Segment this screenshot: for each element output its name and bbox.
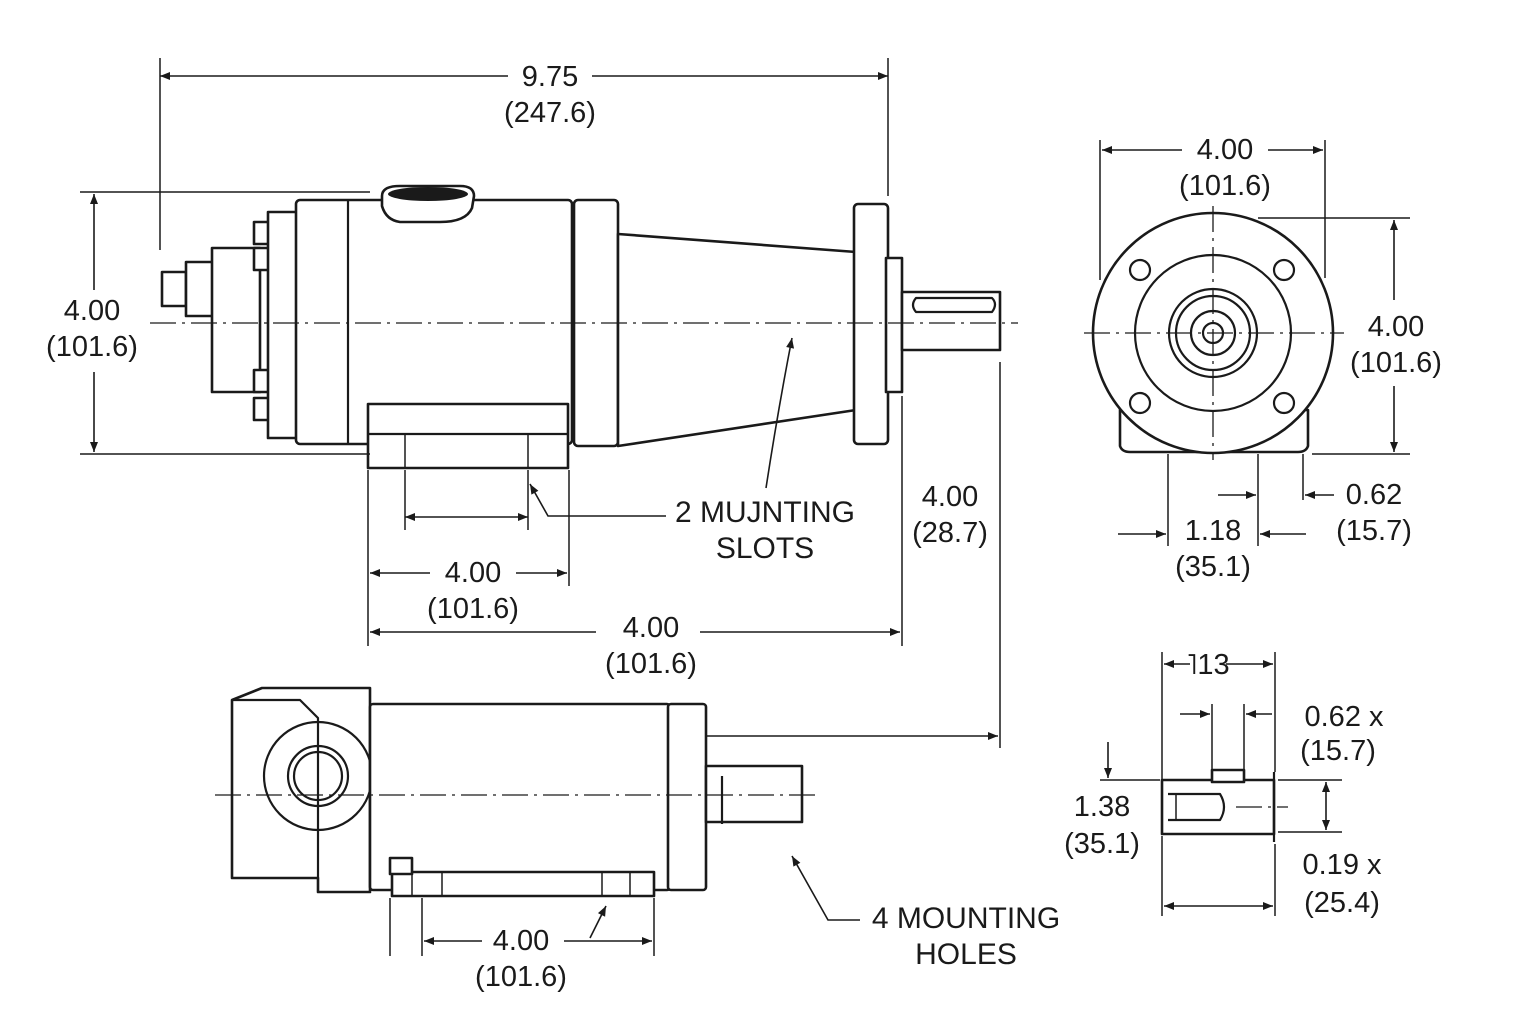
detail-view <box>1160 768 1288 842</box>
connector-nut <box>160 270 188 308</box>
shaft-extension-label: 4.00 <box>922 481 978 513</box>
base-foot <box>366 402 570 470</box>
holes-callout-line2: HOLES <box>915 938 1017 971</box>
flange-height-mm-label: (101.6) <box>1350 347 1442 379</box>
side-gearbox-housing <box>230 686 372 894</box>
output-pilot <box>884 256 904 394</box>
side-motor-housing <box>368 702 672 892</box>
slots-callout-line1: 2 MUJNTING <box>675 496 855 529</box>
base-to-flange-label: 4.00 <box>623 612 679 644</box>
side-shaft <box>704 764 804 824</box>
rear-cap <box>210 246 262 394</box>
bolt-hole <box>1272 391 1296 415</box>
overall-length-mm-label: (247.6) <box>504 97 596 129</box>
flange-height-label: 4.00 <box>1368 311 1424 343</box>
key-depth-mm-label: (25.4) <box>1304 887 1380 919</box>
output-shaft <box>900 290 1002 352</box>
end-view <box>1084 206 1344 460</box>
gearbox-body <box>616 232 858 448</box>
flange-width-label: 4.00 <box>1197 134 1253 166</box>
detail-view-dimensions: ˥13 0.62 x (15.7) 1.38 (35.1) 0.19 x (25… <box>1064 649 1384 919</box>
detail-height-mm-label: (35.1) <box>1064 828 1140 860</box>
hole-spacing-mm-label: (101.6) <box>475 961 567 993</box>
overall-length-label: 9.75 <box>522 61 578 93</box>
end-view-dimensions: 4.00 (101.6) 4.00 (101.6) 1.18 (35.1) 0.… <box>1099 134 1442 583</box>
height-mm-label: (101.6) <box>46 331 138 363</box>
height-label: 4.00 <box>64 295 120 327</box>
slot-spacing-mm-label: (101.6) <box>427 593 519 625</box>
key-width-mm-label: (15.7) <box>1300 735 1376 767</box>
side-base <box>390 870 656 898</box>
key-width-label: 0.62 x <box>1305 701 1384 733</box>
connector-body <box>184 260 216 318</box>
flange-width-mm-label: (101.6) <box>1179 170 1271 202</box>
key-depth-label: 0.19 x <box>1303 849 1382 881</box>
foot-edge-label: 0.62 <box>1346 479 1402 511</box>
detail-height-label: 1.38 <box>1074 791 1130 823</box>
bolt-hole <box>1128 391 1152 415</box>
side-end-cap <box>666 702 708 892</box>
bolt-hole <box>1128 258 1152 282</box>
detail-width-top-label: ˥13 <box>1186 649 1229 681</box>
side-view <box>215 686 815 898</box>
holes-callout-line1: 4 MOUNTING <box>872 902 1060 935</box>
top-view <box>150 184 1018 470</box>
rear-plate <box>266 210 300 440</box>
side-view-dimensions: 4.00 (101.6) 4 MOUNTING HOLES <box>389 732 1060 993</box>
foot-offset-mm-label: (35.1) <box>1175 551 1251 583</box>
slots-callout-line2: SLOTS <box>716 532 814 565</box>
top-view-dimensions: 9.75 (247.6) 4.00 (101.6) 2 MUJNTING SLO… <box>46 58 1001 748</box>
foot-edge-mm-label: (15.7) <box>1336 515 1412 547</box>
base-to-flange-mm-label: (101.6) <box>605 648 697 680</box>
slot-spacing-label: 4.00 <box>445 557 501 589</box>
shaft-extension-mm-label: (28.7) <box>912 517 988 549</box>
bolt-hole <box>1272 258 1296 282</box>
foot-offset-label: 1.18 <box>1185 515 1241 547</box>
output-flange <box>852 202 890 446</box>
hole-spacing-label: 4.00 <box>493 925 549 957</box>
